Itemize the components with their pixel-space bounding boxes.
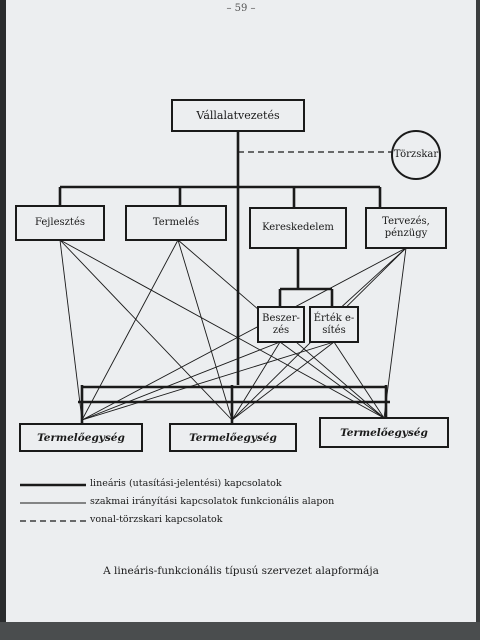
node-tervezes-line2: pénzügy — [384, 228, 428, 239]
functional-connections — [59, 239, 407, 421]
node-beszerzes: Beszer- zés — [258, 307, 304, 342]
node-ertekesites-line2: sítés — [322, 324, 346, 336]
org-chart-diagram — [15, 99, 449, 522]
legend-thin-label: szakmai irányítási kapcsolatok funkcioná… — [90, 496, 335, 507]
legend-dashed-label: vonal-törzskari kapcsolatok — [90, 514, 223, 525]
node-beszerzes-line1: Beszer- — [262, 312, 300, 324]
node-tervezes-line1: Tervezés, — [382, 216, 430, 227]
node-ertekesites-line1: Érték e- — [313, 312, 355, 324]
node-termeles: Termelés — [152, 217, 200, 228]
node-termeloegyseg-2: Termelőegység — [189, 431, 277, 444]
node-fejlesztes: Fejlesztés — [35, 217, 85, 228]
node-tervezes-penzugy: Tervezés, pénzügy — [366, 208, 446, 248]
node-ertekesites: Érték e- sítés — [310, 307, 358, 342]
node-torzskar: Törzskar — [393, 149, 439, 160]
node-vallalatvezetes: Vállalatvezetés — [196, 108, 280, 122]
book-spine — [0, 0, 6, 640]
page-number: – 59 – — [226, 3, 256, 14]
figure-caption: A lineáris-funkcionális típusú szervezet… — [103, 565, 379, 577]
book-page: – 59 – — [6, 0, 476, 626]
node-kereskedelem: Kereskedelem — [262, 222, 334, 233]
legend-thick-label: lineáris (utasítási-jelentési) kapcsolat… — [90, 478, 282, 489]
node-termeloegyseg-3: Termelőegység — [340, 426, 428, 439]
page-bottom-edge — [0, 622, 480, 640]
node-termeloegyseg-1: Termelőegység — [37, 431, 125, 444]
node-beszerzes-line2: zés — [272, 324, 290, 336]
